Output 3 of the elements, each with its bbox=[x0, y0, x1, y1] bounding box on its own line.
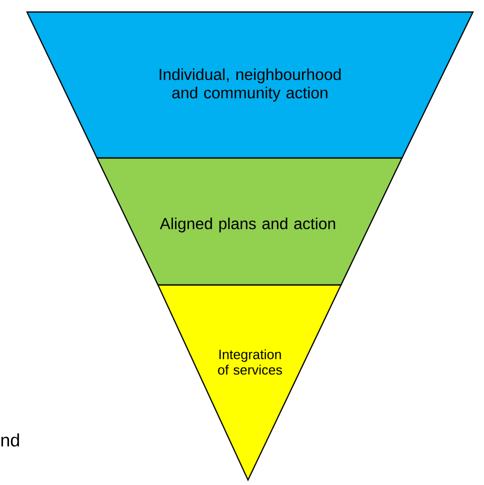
pyramid-band: Aligned plans and action bbox=[96, 157, 403, 286]
cut-off-text: nd bbox=[1, 433, 19, 447]
pyramid-band: Individual, neighbourhood and community action bbox=[26, 11, 474, 159]
